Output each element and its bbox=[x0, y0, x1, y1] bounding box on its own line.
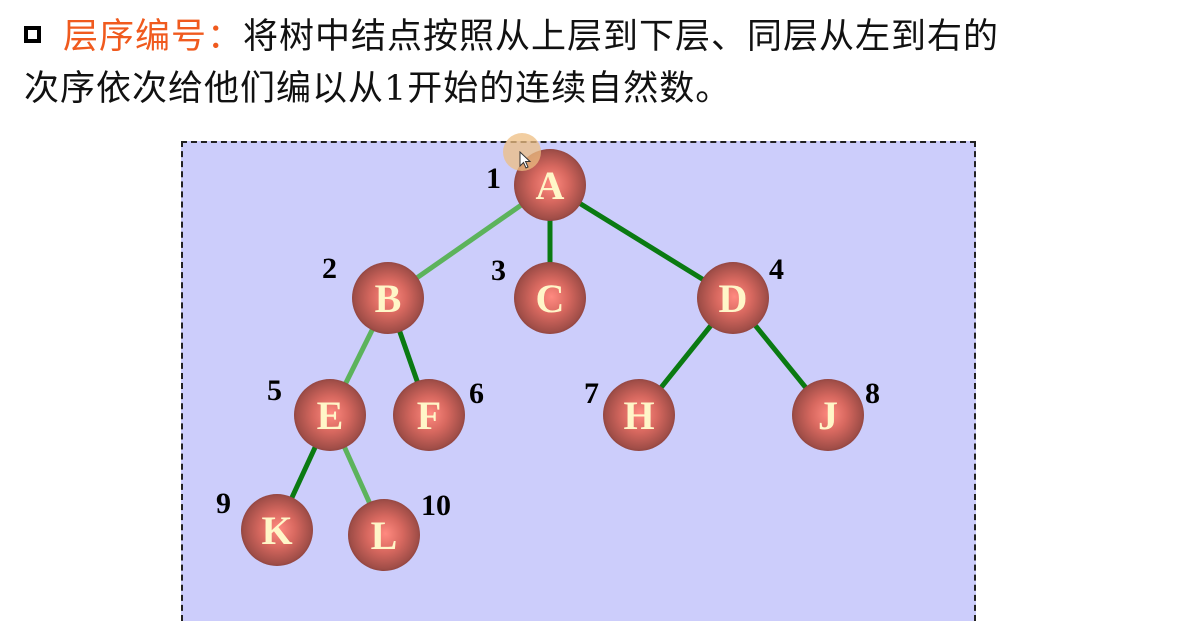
node-number-label: 6 bbox=[469, 377, 484, 410]
definition-text-1: 将树中结点按照从上层到下层、同层从左到右的 bbox=[243, 17, 1000, 57]
term-label: 层序编号： bbox=[63, 17, 244, 57]
node-number-label: 3 bbox=[491, 254, 506, 287]
tree-node-B: B2 bbox=[322, 252, 424, 334]
node-letter: D bbox=[719, 276, 748, 321]
node-number-label: 10 bbox=[421, 489, 451, 522]
node-number-label: 5 bbox=[267, 374, 282, 407]
node-ball-icon bbox=[294, 379, 366, 451]
node-ball-icon bbox=[697, 262, 769, 334]
node-letter: K bbox=[261, 508, 292, 553]
tree-diagram-box bbox=[181, 141, 976, 621]
node-ball-icon bbox=[348, 499, 420, 571]
node-letter: L bbox=[371, 513, 398, 558]
node-letter: F bbox=[417, 393, 441, 438]
tree-node-E: E5 bbox=[267, 374, 366, 451]
node-number-label: 1 bbox=[486, 162, 501, 195]
node-letter: E bbox=[317, 393, 344, 438]
node-ball-icon bbox=[393, 379, 465, 451]
tree-node-K: K9 bbox=[216, 487, 313, 566]
node-letter: J bbox=[818, 393, 838, 438]
node-number-label: 9 bbox=[216, 487, 231, 520]
node-ball-icon bbox=[514, 262, 586, 334]
node-number-label: 4 bbox=[769, 253, 784, 286]
tree-node-D: D4 bbox=[697, 253, 784, 334]
tree-node-H: H7 bbox=[584, 377, 675, 451]
node-number-label: 7 bbox=[584, 377, 599, 410]
node-number-label: 8 bbox=[865, 377, 880, 410]
node-number-label: 2 bbox=[322, 252, 337, 285]
tree-edges bbox=[274, 182, 830, 537]
mouse-cursor-icon bbox=[519, 151, 532, 169]
definition-line-1: 层序编号：将树中结点按照从上层到下层、同层从左到右的 bbox=[24, 8, 999, 59]
tree-node-C: C3 bbox=[491, 254, 586, 334]
node-ball-icon bbox=[352, 262, 424, 334]
tree-node-L: L 10 bbox=[348, 489, 451, 571]
square-bullet-icon bbox=[24, 26, 41, 43]
node-letter: B bbox=[375, 276, 402, 321]
node-ball-icon bbox=[792, 379, 864, 451]
node-ball-icon bbox=[603, 379, 675, 451]
definition-line-2: 次序依次给他们编以从1开始的连续自然数。 bbox=[24, 69, 732, 109]
node-ball-icon bbox=[241, 494, 313, 566]
node-letter: C bbox=[536, 276, 565, 321]
node-letter: H bbox=[623, 393, 654, 438]
node-letter: A bbox=[536, 163, 565, 208]
